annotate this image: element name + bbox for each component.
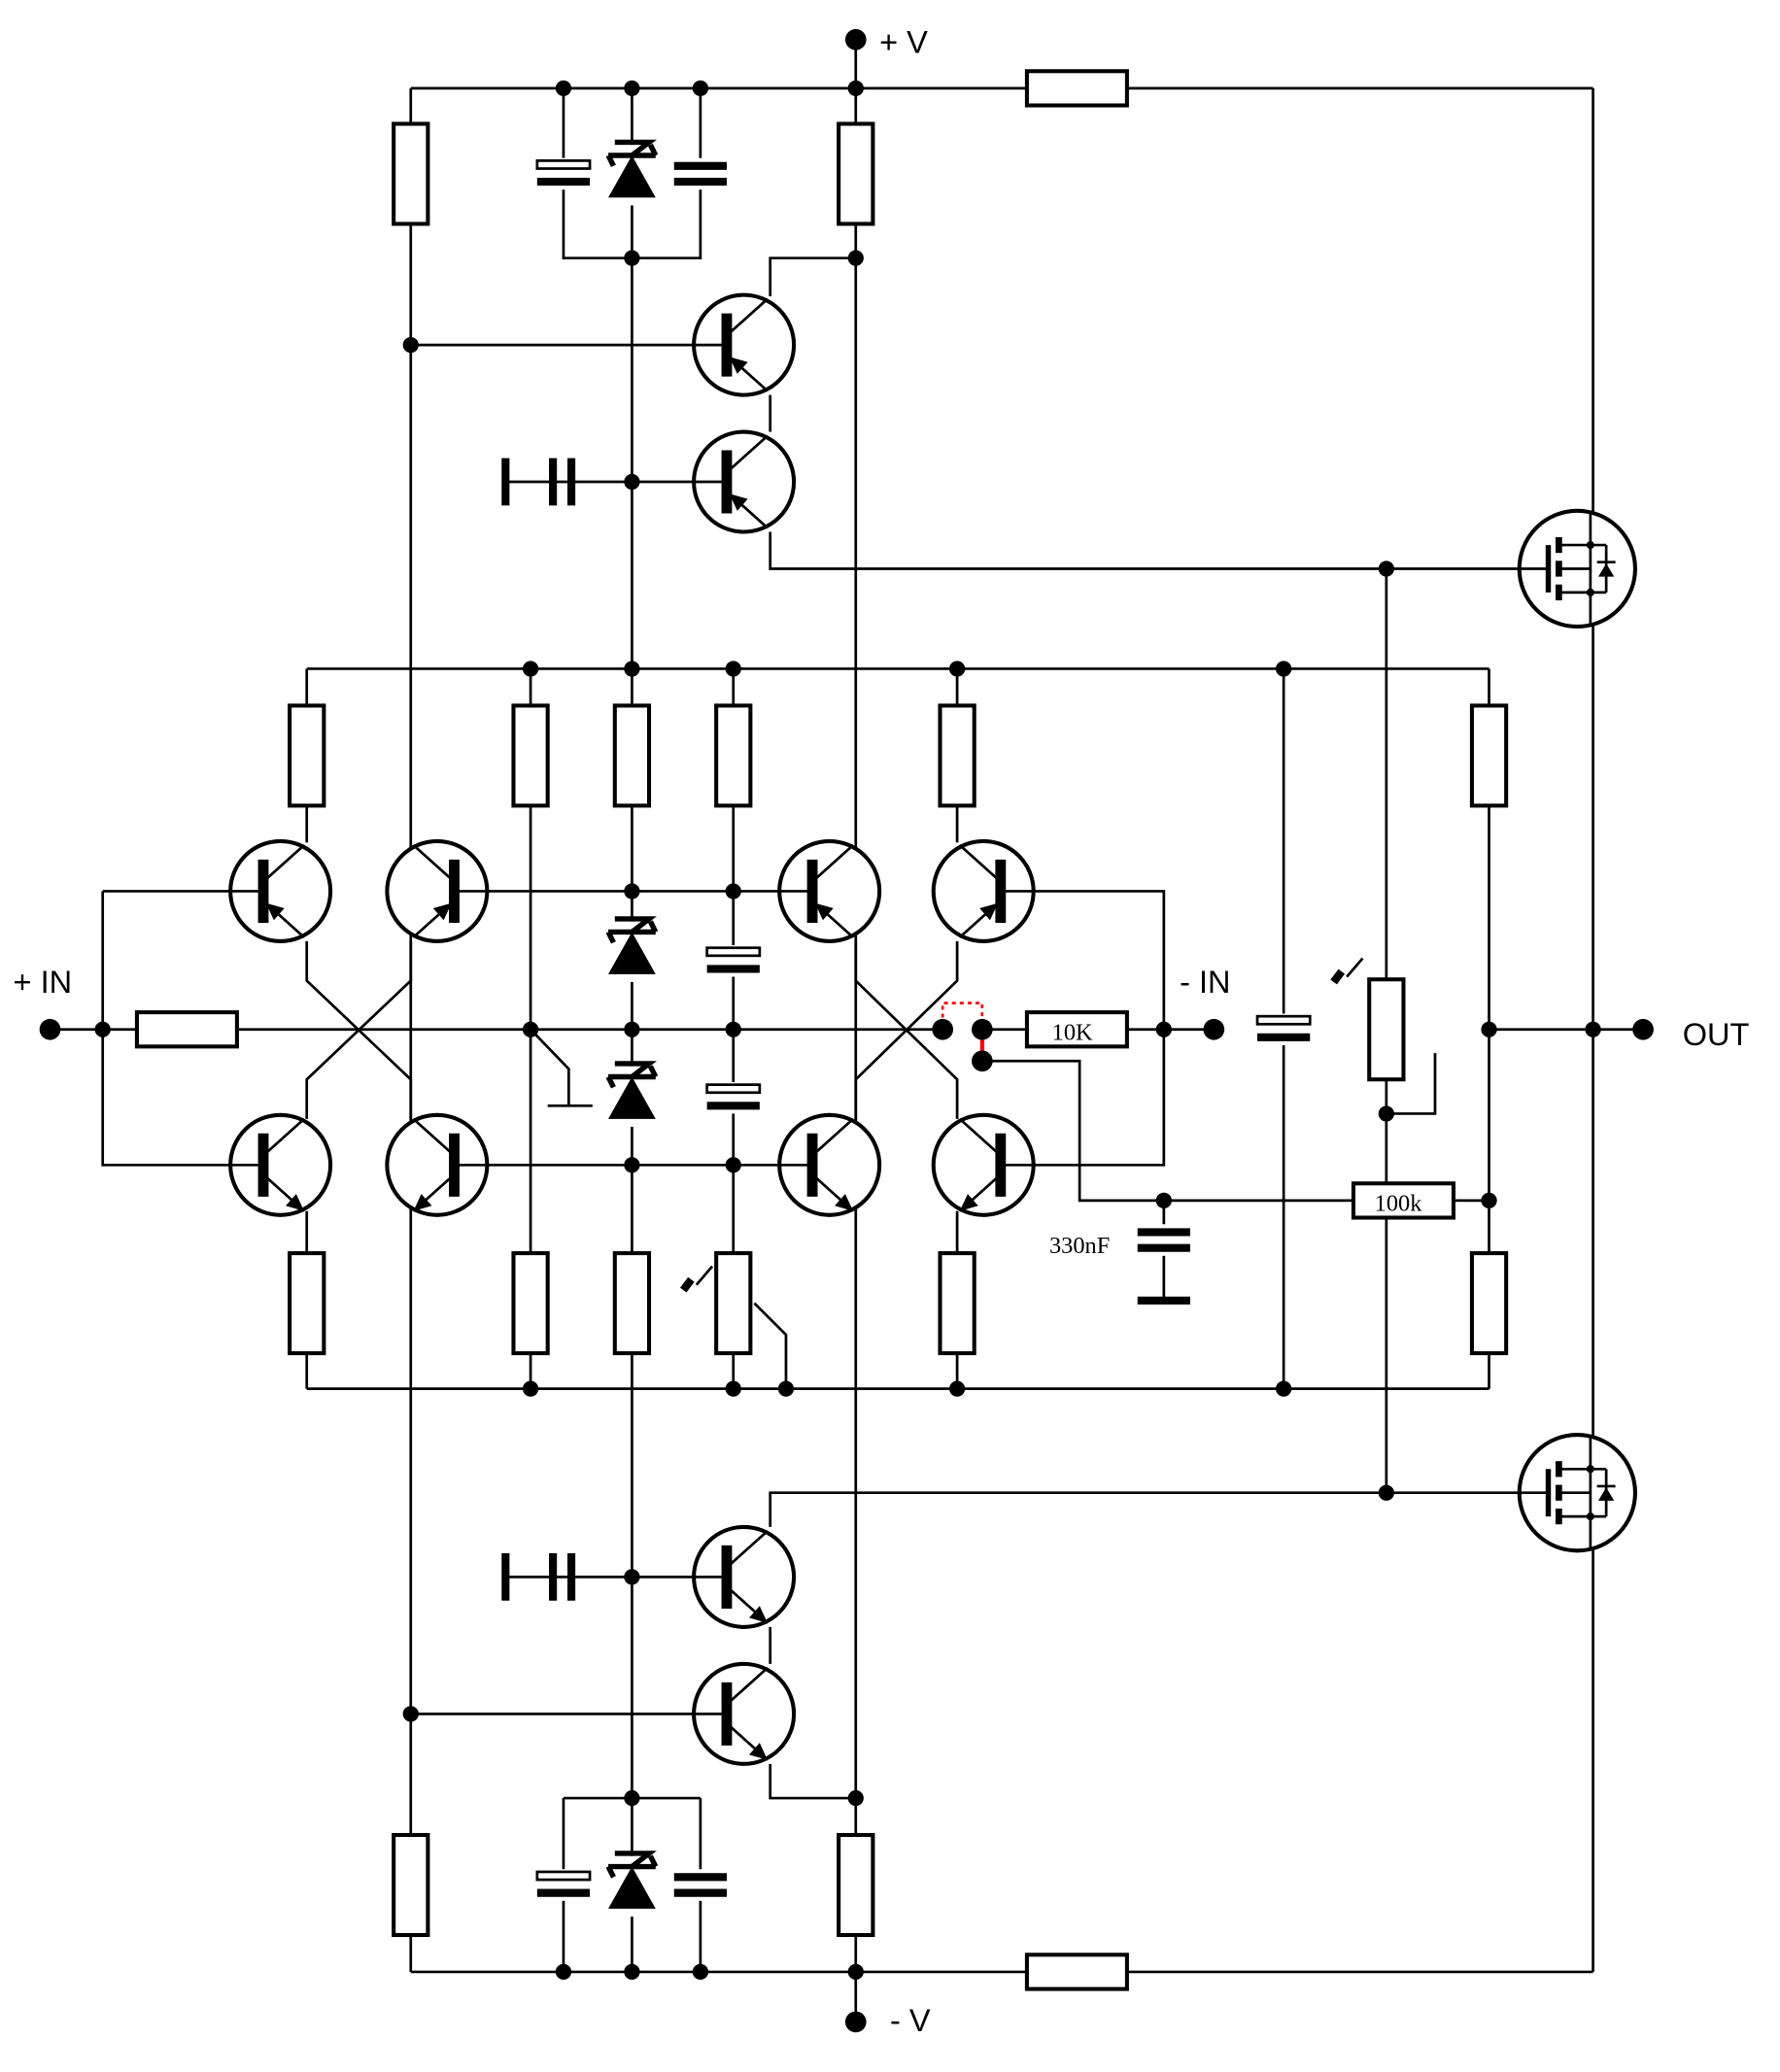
- terminals: [39, 28, 1654, 2033]
- r100k-label: 100k: [1375, 1191, 1423, 1217]
- plus-v-label: + V: [879, 24, 928, 59]
- minus-v-label: - V: [890, 2003, 931, 2038]
- out-label: OUT: [1683, 1017, 1750, 1052]
- minus-v-terminal: [844, 2011, 867, 2033]
- capacitors: [501, 158, 1310, 1901]
- out-terminal: [1632, 1018, 1654, 1040]
- r10k-label: 10K: [1052, 1020, 1093, 1046]
- plus-v-terminal: [844, 28, 867, 51]
- c330nf-label: 330nF: [1049, 1233, 1110, 1259]
- minus-in-terminal: [1203, 1018, 1225, 1040]
- minus-in-label: - IN: [1180, 965, 1230, 1000]
- transistors: [230, 295, 1635, 1764]
- junctions: [94, 80, 1601, 1981]
- plus-in-label: + IN: [14, 965, 73, 1000]
- zener-diodes: [605, 142, 658, 1918]
- plus-in-terminal: [39, 1018, 61, 1040]
